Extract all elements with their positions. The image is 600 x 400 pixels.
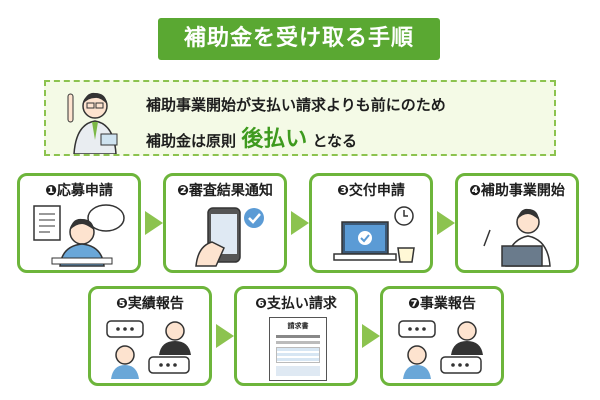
note-emphasis: 後払い [241, 127, 308, 152]
page-title: 補助金を受け取る手順 [158, 18, 440, 60]
step-7-business-report: ❼事業報告 [380, 286, 504, 386]
step-label: ❹補助事業開始 [469, 183, 565, 199]
step-6-payment-request: ❻支払い請求 請求書 [234, 286, 358, 386]
step-label: ❺実績報告 [116, 296, 184, 312]
note-box: 補助事業開始が支払い請求よりも前にのため 補助金は原則 後払い となる [44, 80, 556, 156]
invoice-icon: 請求書 [269, 317, 327, 381]
step-label: ❻支払い請求 [255, 296, 337, 312]
arrow-icon [362, 324, 380, 348]
step-label: ❷審査結果通知 [177, 183, 273, 199]
arrow-icon [291, 211, 309, 235]
step-2-review-result: ❷審査結果通知 [163, 173, 287, 273]
step-5-performance-report: ❺実績報告 [88, 286, 212, 386]
businessman-icon [67, 92, 118, 154]
arrow-icon [437, 211, 455, 235]
arrow-icon [216, 324, 234, 348]
conversation-icon [398, 320, 483, 379]
person-with-laptop-icon [483, 208, 551, 267]
note-line-2-post: となる [312, 132, 358, 150]
invoice-heading: 請求書 [287, 322, 309, 330]
step-label: ❶応募申請 [45, 183, 113, 199]
note-line-1: 補助事業開始が支払い請求よりも前にのため [146, 96, 446, 114]
application-icon [33, 204, 125, 267]
step-label: ❼事業報告 [408, 296, 476, 312]
step-label: ❸交付申請 [337, 183, 405, 199]
step-1-application: ❶応募申請 [17, 173, 141, 273]
laptop-icon [333, 206, 415, 263]
step-3-grant-application: ❸交付申請 [309, 173, 433, 273]
smartphone-icon [195, 207, 264, 267]
conversation-icon [106, 320, 191, 379]
step-4-project-start: ❹補助事業開始 [455, 173, 579, 273]
note-line-2: 補助金は原則 後払い となる [146, 121, 357, 153]
note-line-2-pre: 補助金は原則 [146, 132, 237, 150]
arrow-icon [145, 211, 163, 235]
